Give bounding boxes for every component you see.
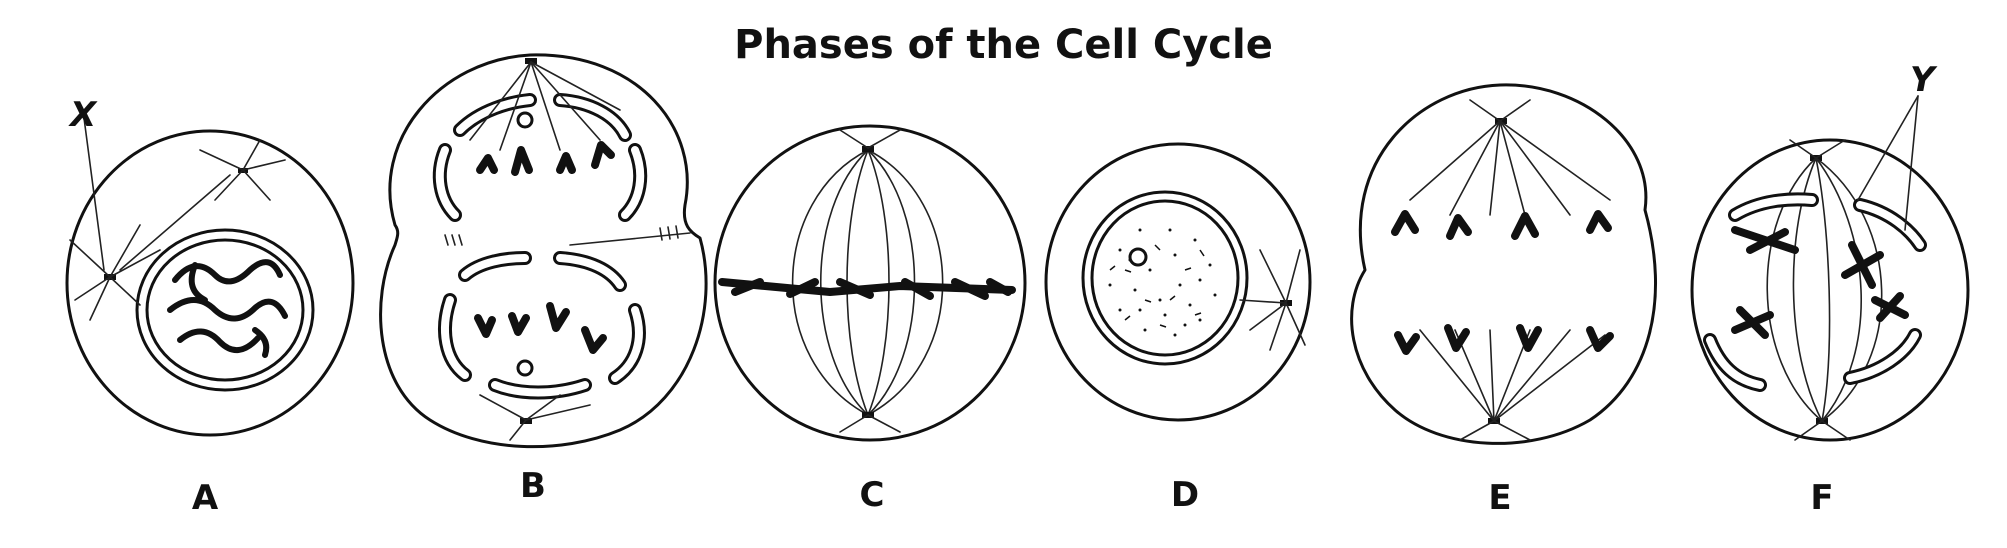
callout-y: Y — [1910, 60, 1935, 100]
cell-f-drawing — [1690, 95, 1970, 442]
cell-e-drawing — [1350, 83, 1657, 445]
diagram-title: Phases of the Cell Cycle — [734, 22, 1273, 68]
cell-c-drawing — [713, 124, 1027, 442]
cell-b-drawing — [379, 53, 708, 449]
cell-label-a: A — [191, 478, 219, 518]
cell-label-b: B — [520, 466, 546, 506]
cell-label-f: F — [1810, 478, 1834, 518]
callout-x: X — [70, 95, 97, 135]
cell-d-drawing — [1044, 142, 1312, 422]
cell-label-d: D — [1170, 475, 1200, 515]
cell-label-e: E — [1488, 478, 1512, 518]
cell-a-drawing — [65, 117, 355, 437]
cell-label-c: C — [859, 475, 885, 515]
